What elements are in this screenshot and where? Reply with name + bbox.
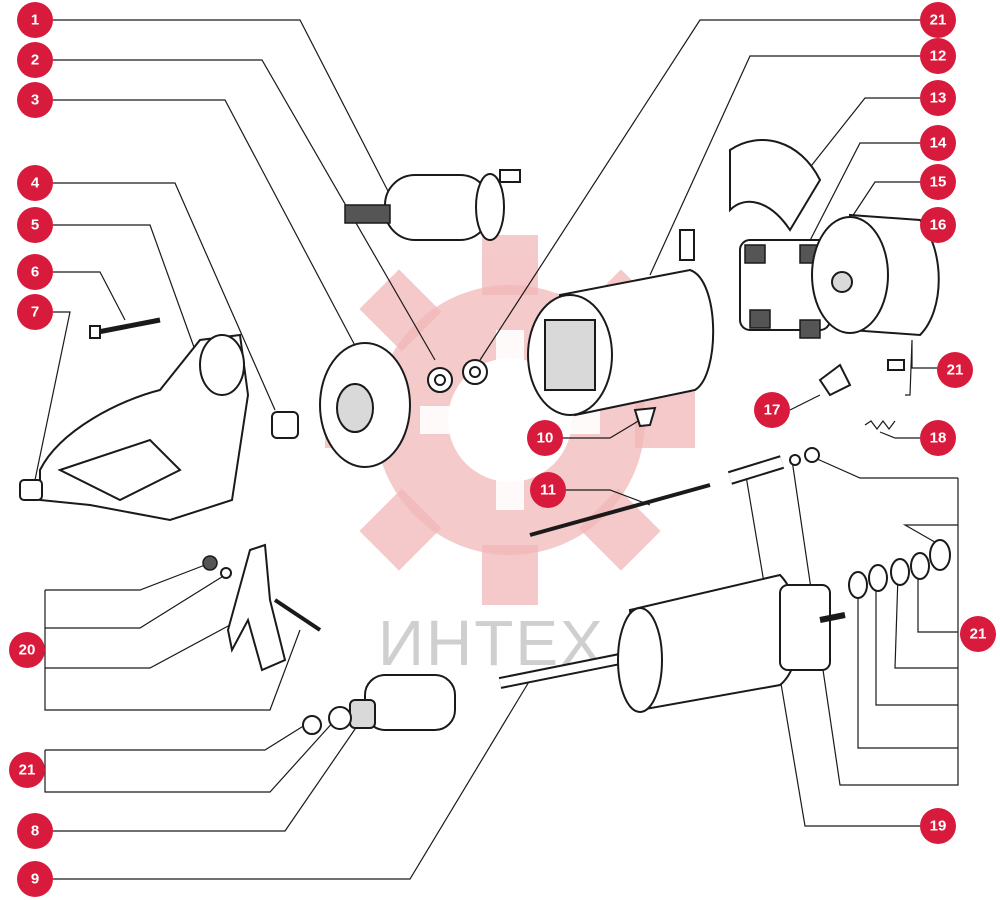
- spring-part: [864, 420, 896, 430]
- armature-part: [498, 573, 846, 713]
- svg-text:9: 9: [31, 871, 39, 888]
- svg-text:17: 17: [764, 402, 781, 419]
- small-bushing-part: [19, 479, 43, 501]
- small-bolt-part: [887, 359, 905, 371]
- callout-20: 20: [9, 632, 45, 668]
- callout-21-left: 21: [9, 752, 45, 788]
- svg-text:16: 16: [930, 217, 947, 234]
- svg-text:14: 14: [930, 135, 947, 152]
- callouts: 1 2 3 4 5 6 7 8 9 10 11 12 13 14 15 16 1…: [9, 2, 996, 897]
- svg-text:10: 10: [537, 430, 554, 447]
- drive-housing-part: [39, 333, 250, 522]
- svg-text:11: 11: [540, 482, 556, 499]
- callout-1: 1: [17, 2, 53, 38]
- washer-part-lower: [328, 706, 352, 730]
- callout-5: 5: [17, 207, 53, 243]
- bushing-part: [271, 411, 299, 439]
- callout-11: 11: [530, 472, 566, 508]
- washer-part-21d: [302, 715, 322, 735]
- cover-plate-part: [319, 342, 411, 468]
- callout-12: 12: [920, 38, 956, 74]
- callout-16: 16: [920, 207, 956, 243]
- callout-4: 4: [17, 165, 53, 201]
- svg-text:1: 1: [31, 12, 39, 29]
- leader-lines: [34, 19, 959, 880]
- callout-21-top: 21: [920, 2, 956, 38]
- svg-text:20: 20: [19, 642, 36, 659]
- through-bolt-part: [529, 483, 711, 537]
- svg-text:7: 7: [31, 304, 39, 321]
- stator-housing-part: [527, 229, 715, 417]
- callout-9: 9: [17, 861, 53, 897]
- solenoid-part: [344, 169, 521, 241]
- callout-6: 6: [17, 254, 53, 290]
- cover-band-part: [729, 139, 822, 232]
- svg-text:12: 12: [930, 48, 947, 65]
- svg-text:4: 4: [31, 175, 40, 192]
- callout-17: 17: [754, 392, 790, 428]
- callout-15: 15: [920, 164, 956, 200]
- svg-text:18: 18: [930, 430, 947, 447]
- callout-21-right-upper: 21: [937, 352, 973, 388]
- callout-13: 13: [920, 80, 956, 116]
- svg-text:2: 2: [31, 52, 39, 69]
- svg-text:8: 8: [31, 823, 39, 840]
- shift-fork-part: [202, 543, 322, 672]
- callout-10: 10: [527, 420, 563, 456]
- clip-part: [818, 363, 852, 397]
- svg-text:3: 3: [31, 92, 39, 109]
- end-cap-part: [811, 213, 940, 337]
- svg-text:5: 5: [31, 217, 39, 234]
- callout-8: 8: [17, 813, 53, 849]
- callout-3: 3: [17, 82, 53, 118]
- svg-text:13: 13: [930, 90, 947, 107]
- parts: [19, 139, 951, 735]
- callout-7: 7: [17, 294, 53, 330]
- svg-text:21: 21: [930, 12, 947, 29]
- svg-text:15: 15: [930, 174, 947, 191]
- callout-18: 18: [920, 420, 956, 456]
- callout-14: 14: [920, 125, 956, 161]
- callout-21-right-lower: 21: [960, 616, 996, 652]
- drive-gear-part: [349, 674, 456, 731]
- svg-text:21: 21: [947, 362, 964, 379]
- screw-part: [633, 406, 657, 428]
- svg-text:6: 6: [31, 264, 39, 281]
- svg-text:21: 21: [970, 626, 987, 643]
- bolt-part: [89, 317, 161, 339]
- sleeve-part: [727, 455, 785, 485]
- svg-text:19: 19: [930, 818, 947, 835]
- callout-19: 19: [920, 808, 956, 844]
- washer-stack-part: [848, 539, 951, 599]
- callout-2: 2: [17, 42, 53, 78]
- svg-text:21: 21: [19, 762, 36, 779]
